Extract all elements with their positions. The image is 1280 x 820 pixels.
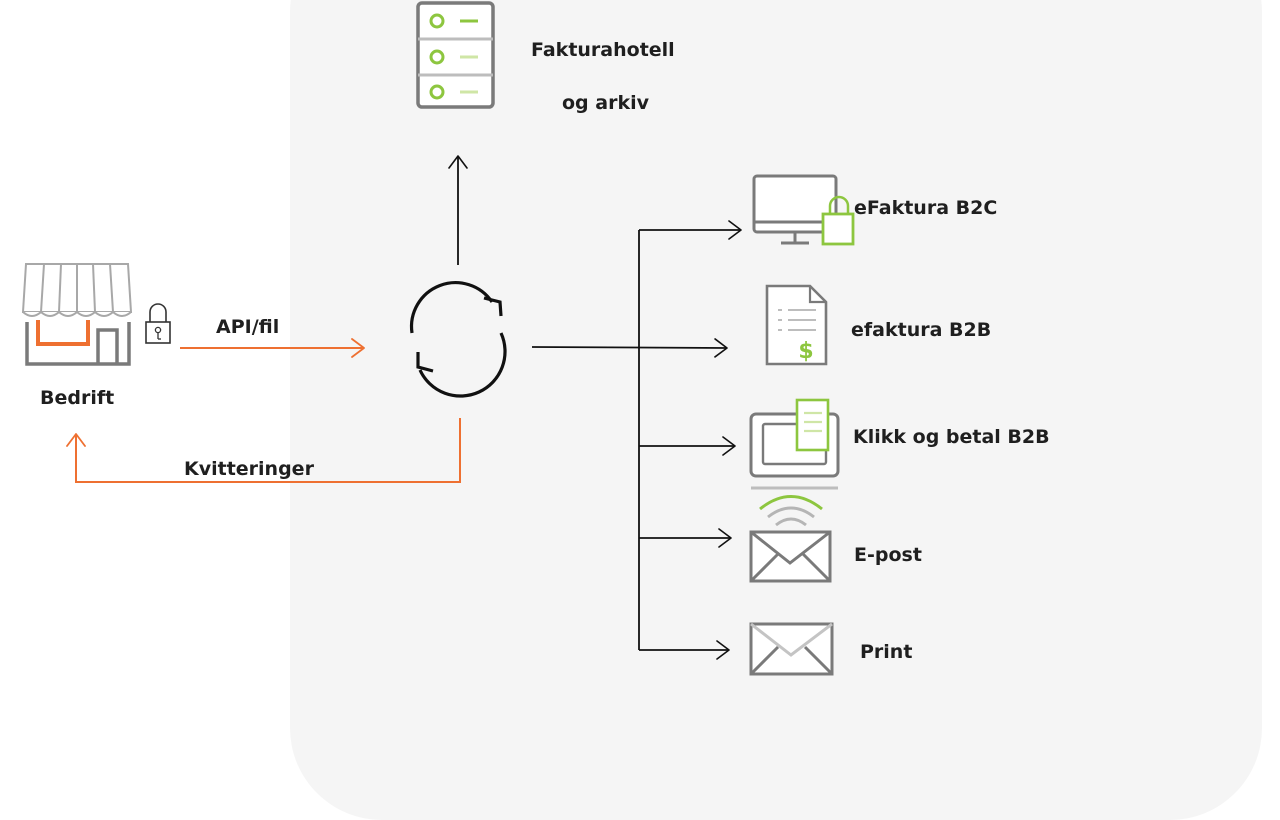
svg-text:$: $ [798,339,813,364]
diagram-canvas: $ [21,1,855,676]
service-panel [290,0,1262,820]
payment-terminal-icon [749,398,840,527]
channel-label-print: Print [860,641,913,663]
sync-icon [409,281,507,398]
channel-label-epost: E-post [854,544,922,566]
shop-icon [21,263,133,366]
submit-label: API/fil [216,316,280,338]
channel-label-b2c: eFaktura B2C [854,197,998,219]
channel-label-klikk: Klikk og betal B2B [853,426,1050,448]
invoice-document-icon: $ [765,284,828,366]
receipts-arrow [66,418,461,483]
channel-label-b2b: efaktura B2B [851,319,992,341]
archive-label-line1: Fakturahotell [531,39,675,61]
archive-label-line2: og arkiv [562,92,649,114]
monitor-lock-icon [752,174,855,246]
invoice-flow-diagram: $ Bedrift [21,1,1050,676]
connectors [66,155,742,660]
company-label: Bedrift [40,387,115,409]
padlock-icon [145,303,171,344]
receipts-label: Kvitteringer [184,458,314,480]
server-icon [416,1,495,109]
printed-letter-icon [749,622,834,676]
distribution-line [531,338,728,358]
envelope-icon [749,530,832,583]
